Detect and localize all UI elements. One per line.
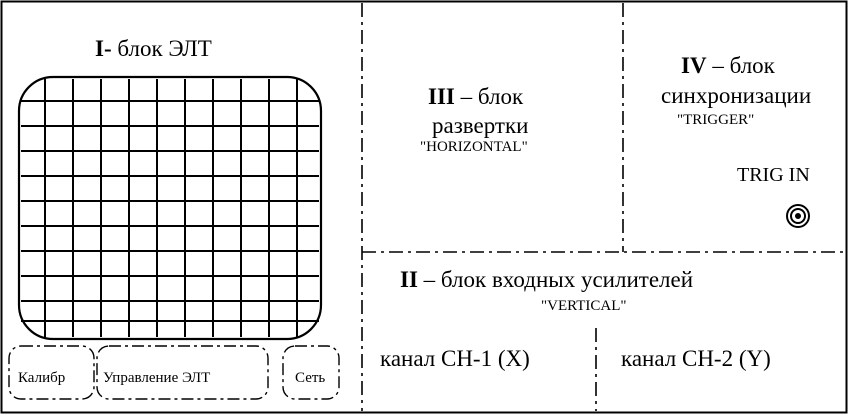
channel-1-label: канал СН-1 (X) xyxy=(380,346,530,371)
block-vertical-title: II – блок входных усилителей xyxy=(400,268,693,291)
block-horizontal-title-text: – блок xyxy=(454,84,524,109)
crt-screen xyxy=(17,75,323,341)
block-trigger-title: IV – блок xyxy=(681,54,775,77)
trig-in-label: TRIG IN xyxy=(737,164,810,186)
crt-graticule xyxy=(21,79,319,337)
block-crt-numeral: I- xyxy=(95,36,112,61)
crt-screen-frame xyxy=(17,75,323,341)
block-crt-title: I- блок ЭЛТ xyxy=(95,37,212,60)
power-label: Сеть xyxy=(295,370,326,386)
block-crt-title-text: блок ЭЛТ xyxy=(111,36,212,61)
block-vertical-numeral: II xyxy=(400,267,418,292)
block-trigger-title-text: – блок xyxy=(706,53,775,78)
block-trigger-numeral: IV xyxy=(681,53,707,78)
calibrate-label: Калибр xyxy=(18,370,66,386)
crt-control-label: Управление ЭЛТ xyxy=(103,370,211,386)
crt-control-box xyxy=(96,345,269,400)
block-horizontal-english: "HORIZONTAL" xyxy=(420,139,528,155)
trig-in-connector-icon xyxy=(786,204,810,228)
channel-2-label: канал СН-2 (Y) xyxy=(621,346,771,371)
power-box xyxy=(282,345,340,400)
block-vertical-title-text: – блок входных усилителей xyxy=(417,267,694,292)
calibrate-box xyxy=(8,345,95,400)
block-trigger-subtitle: синхронизации xyxy=(661,83,812,108)
block-trigger-english: "TRIGGER" xyxy=(677,112,755,128)
block-horizontal-subtitle: развертки xyxy=(432,113,529,138)
block-vertical-english: "VERTICAL" xyxy=(541,298,627,314)
block-horizontal-numeral: III xyxy=(428,84,455,109)
block-horizontal-title: III – блок xyxy=(428,85,523,108)
